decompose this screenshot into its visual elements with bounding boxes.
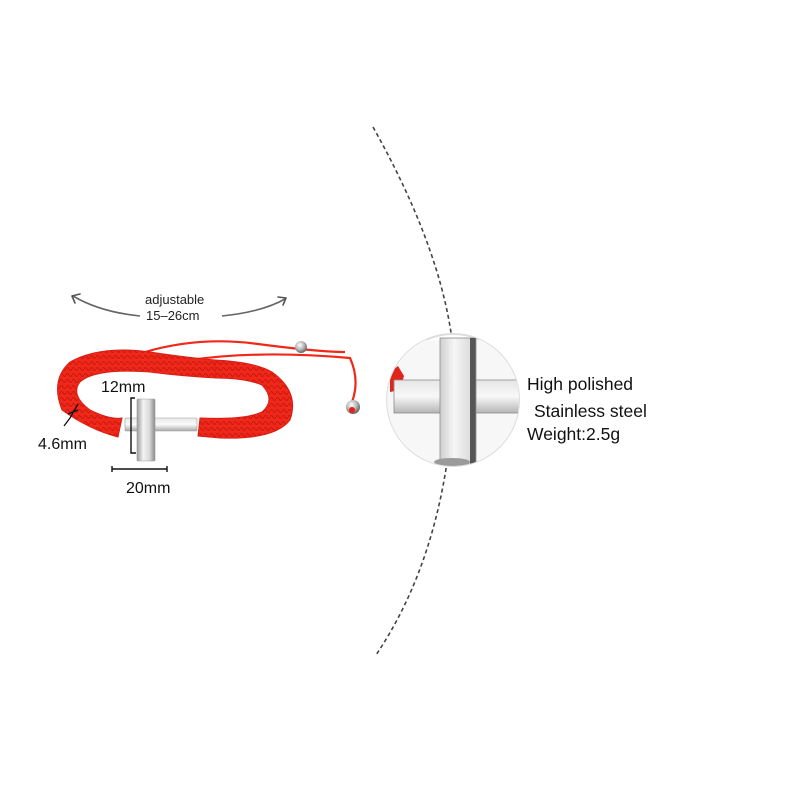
spec-weight-label: Weight:2.5g xyxy=(527,424,621,444)
thickness-dimension-label: 4.6mm xyxy=(38,436,87,453)
spec-polish-label: High polished xyxy=(527,374,634,394)
height-dimension-label: 12mm xyxy=(101,379,146,396)
adjustable-label: adjustable xyxy=(145,292,205,307)
spec-material-label: Stainless steel xyxy=(534,401,647,421)
size-range-label: 15–26cm xyxy=(146,308,200,323)
width-dimension-label: 20mm xyxy=(126,480,171,497)
